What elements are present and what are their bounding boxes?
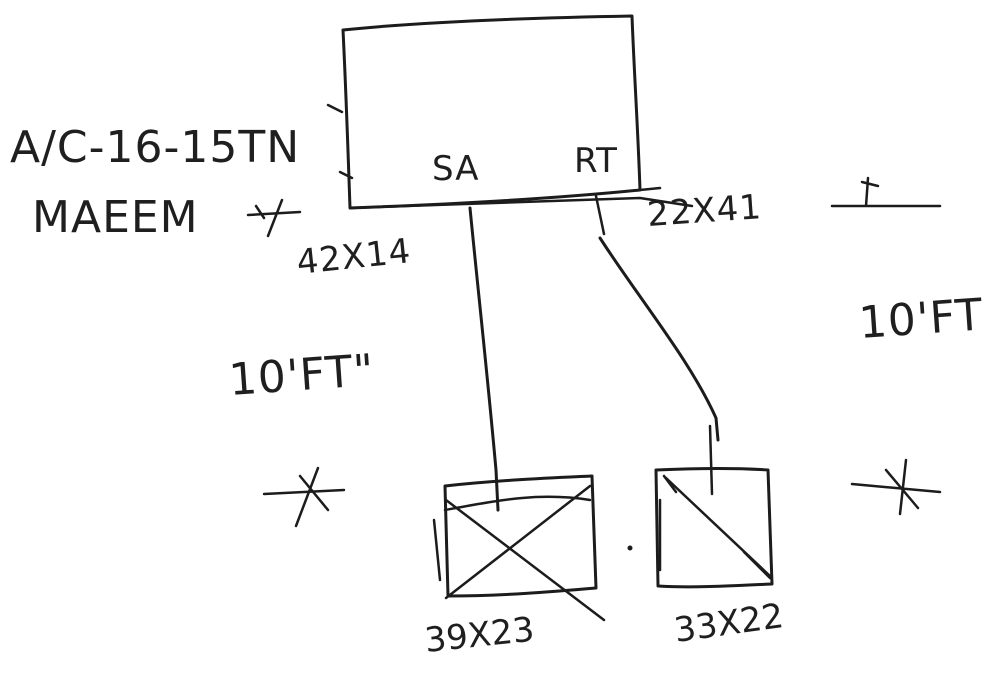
supply-register [432,474,606,622]
return-duct-line [598,236,720,442]
return-register [654,467,774,589]
duct-connector-marks [594,194,714,496]
left-star-icon [262,466,346,528]
return-register-diagonal-icon [664,476,772,580]
brand-label: MAEEM [32,192,199,243]
supply-register-x-icon [444,484,606,622]
right-marker-icon [830,176,942,208]
distance-right: 10'FT" [857,288,985,349]
supply-register-outline [443,474,598,598]
unit-dim-right: 22X41 [646,187,763,235]
unit-box-tail [638,186,662,192]
unit-left-marks [326,103,354,180]
return-label: RT [574,141,618,181]
unit-dim-left: 42X14 [295,231,413,283]
return-register-dim: 33X22 [672,596,786,651]
distance-left: 10'FT" [227,345,376,406]
right-star-icon [850,458,942,516]
supply-label: SA [432,149,479,189]
unit-label: A/C-16-15TN [10,122,300,173]
ink-dot [627,545,633,551]
return-register-lines [658,474,678,572]
unit-base-line [348,196,694,210]
air-handler-unit [326,14,694,210]
return-register-outline [654,467,774,589]
left-marker-icon [246,198,302,238]
supply-duct-line [468,206,500,512]
supply-register-dim: 39X23 [423,610,536,661]
